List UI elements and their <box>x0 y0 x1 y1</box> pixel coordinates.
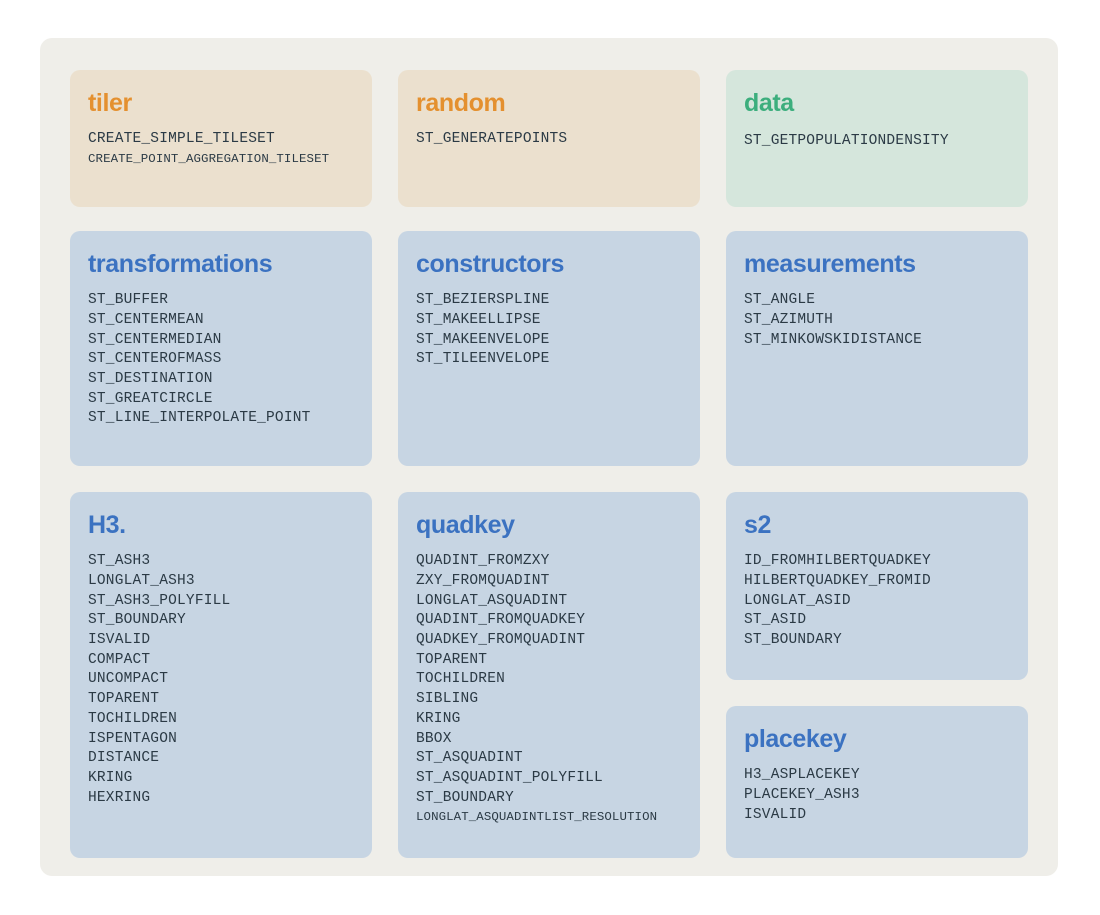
function-item[interactable]: CREATE_POINT_AGGREGATION_TILESET <box>88 151 330 166</box>
function-item[interactable]: BBOX <box>416 730 452 747</box>
card-title-quadkey: quadkey <box>416 511 515 539</box>
function-list-placekey: H3_ASPLACEKEY PLACEKEY_ASH3 ISVALID <box>744 766 1010 825</box>
function-list-s2: ID_FROMHILBERTQUADKEY HILBERTQUADKEY_FRO… <box>744 552 1010 651</box>
function-item[interactable]: ST_TILEENVELOPE <box>416 351 550 368</box>
function-item[interactable]: ST_ASH3_POLYFILL <box>88 592 231 609</box>
function-item[interactable]: SIBLING <box>416 691 479 708</box>
function-item[interactable]: ST_MAKEENVELOPE <box>416 331 550 348</box>
function-item[interactable]: TOCHILDREN <box>416 671 506 688</box>
function-item[interactable]: ST_BOUNDARY <box>88 612 186 629</box>
function-item[interactable]: HEXRING <box>88 789 151 806</box>
function-item[interactable]: QUADINT_FROMQUADKEY <box>416 612 586 629</box>
function-item[interactable]: ST_BOUNDARY <box>416 789 514 806</box>
function-item[interactable]: LONGLAT_ASID <box>744 592 851 609</box>
function-item[interactable]: TOPARENT <box>88 691 160 708</box>
function-item[interactable]: PLACEKEY_ASH3 <box>744 786 860 803</box>
function-list-tiler: CREATE_SIMPLE_TILESET CREATE_POINT_AGGRE… <box>88 130 354 169</box>
card-placekey[interactable]: placekey H3_ASPLACEKEY PLACEKEY_ASH3 ISV… <box>726 706 1028 858</box>
function-item[interactable]: ST_CENTEROFMASS <box>88 351 222 368</box>
function-item[interactable]: COMPACT <box>88 651 151 668</box>
card-data[interactable]: data ST_GETPOPULATIONDENSITY <box>726 70 1028 207</box>
card-random[interactable]: random ST_GENERATEPOINTS <box>398 70 700 207</box>
function-list-measurements: ST_ANGLE ST_AZIMUTH ST_MINKOWSKIDISTANCE <box>744 291 1010 350</box>
function-item[interactable]: ST_MINKOWSKIDISTANCE <box>744 331 923 348</box>
function-item[interactable]: TOPARENT <box>416 651 488 668</box>
card-title-placekey: placekey <box>744 725 847 753</box>
card-title-measurements: measurements <box>744 250 916 278</box>
function-item[interactable]: ISPENTAGON <box>88 730 178 747</box>
function-item[interactable]: ID_FROMHILBERTQUADKEY <box>744 553 931 570</box>
card-title-constructors: constructors <box>416 250 565 278</box>
function-item[interactable]: ST_GREATCIRCLE <box>88 390 213 407</box>
function-list-random: ST_GENERATEPOINTS <box>416 130 682 150</box>
function-item[interactable]: ST_BUFFER <box>88 292 169 309</box>
function-item[interactable]: LONGLAT_ASH3 <box>88 572 195 589</box>
function-item[interactable]: LONGLAT_ASQUADINTLIST_RESOLUTION <box>416 810 658 825</box>
function-item[interactable]: ST_CENTERMEAN <box>88 311 204 328</box>
function-item[interactable]: UNCOMPACT <box>88 671 169 688</box>
function-item[interactable]: ST_BOUNDARY <box>744 632 842 649</box>
card-title-data: data <box>744 89 794 117</box>
function-item[interactable]: QUADINT_FROMZXY <box>416 553 550 570</box>
card-title-h3: H3. <box>88 511 126 539</box>
function-item[interactable]: ST_ASH3 <box>88 553 151 570</box>
function-item[interactable]: ST_ASID <box>744 612 807 629</box>
card-title-tiler: tiler <box>88 89 132 117</box>
function-list-h3: ST_ASH3 LONGLAT_ASH3 ST_ASH3_POLYFILL ST… <box>88 552 354 808</box>
card-title-random: random <box>416 89 506 117</box>
card-title-s2: s2 <box>744 511 772 539</box>
function-item[interactable]: CREATE_SIMPLE_TILESET <box>88 131 275 148</box>
function-item[interactable]: DISTANCE <box>88 750 160 767</box>
function-item[interactable]: ST_ANGLE <box>744 292 816 309</box>
function-item[interactable]: KRING <box>88 769 133 786</box>
function-item[interactable]: ST_AZIMUTH <box>744 311 834 328</box>
card-measurements[interactable]: measurements ST_ANGLE ST_AZIMUTH ST_MINK… <box>726 231 1028 466</box>
card-s2[interactable]: s2 ID_FROMHILBERTQUADKEY HILBERTQUADKEY_… <box>726 492 1028 680</box>
function-list-constructors: ST_BEZIERSPLINE ST_MAKEELLIPSE ST_MAKEEN… <box>416 291 682 370</box>
function-item[interactable]: ST_GENERATEPOINTS <box>416 131 568 148</box>
card-h3[interactable]: H3. ST_ASH3 LONGLAT_ASH3 ST_ASH3_POLYFIL… <box>70 492 372 858</box>
function-list-quadkey: QUADINT_FROMZXY ZXY_FROMQUADINT LONGLAT_… <box>416 552 682 828</box>
function-item[interactable]: ISVALID <box>744 806 807 823</box>
function-item[interactable]: ISVALID <box>88 632 151 649</box>
function-catalog-panel: tiler CREATE_SIMPLE_TILESET CREATE_POINT… <box>40 38 1058 876</box>
function-list-transformations: ST_BUFFER ST_CENTERMEAN ST_CENTERMEDIAN … <box>88 291 354 429</box>
card-quadkey[interactable]: quadkey QUADINT_FROMZXY ZXY_FROMQUADINT … <box>398 492 700 858</box>
function-item[interactable]: ST_ASQUADINT <box>416 750 523 767</box>
function-item[interactable]: ST_LINE_INTERPOLATE_POINT <box>88 410 311 427</box>
function-item[interactable]: TOCHILDREN <box>88 710 178 727</box>
function-item[interactable]: KRING <box>416 710 461 727</box>
function-item[interactable]: ST_GETPOPULATIONDENSITY <box>744 133 949 150</box>
card-constructors[interactable]: constructors ST_BEZIERSPLINE ST_MAKEELLI… <box>398 231 700 466</box>
function-item[interactable]: LONGLAT_ASQUADINT <box>416 592 568 609</box>
function-list-data: ST_GETPOPULATIONDENSITY <box>744 132 1010 152</box>
card-title-transformations: transformations <box>88 250 273 278</box>
function-item[interactable]: ZXY_FROMQUADINT <box>416 572 550 589</box>
function-item[interactable]: HILBERTQUADKEY_FROMID <box>744 572 931 589</box>
function-item[interactable]: ST_ASQUADINT_POLYFILL <box>416 769 603 786</box>
function-item[interactable]: ST_DESTINATION <box>88 371 213 388</box>
function-item[interactable]: ST_BEZIERSPLINE <box>416 292 550 309</box>
function-item[interactable]: H3_ASPLACEKEY <box>744 767 860 784</box>
card-transformations[interactable]: transformations ST_BUFFER ST_CENTERMEAN … <box>70 231 372 466</box>
function-item[interactable]: ST_MAKEELLIPSE <box>416 311 541 328</box>
function-item[interactable]: QUADKEY_FROMQUADINT <box>416 632 586 649</box>
function-item[interactable]: ST_CENTERMEDIAN <box>88 331 222 348</box>
card-tiler[interactable]: tiler CREATE_SIMPLE_TILESET CREATE_POINT… <box>70 70 372 207</box>
